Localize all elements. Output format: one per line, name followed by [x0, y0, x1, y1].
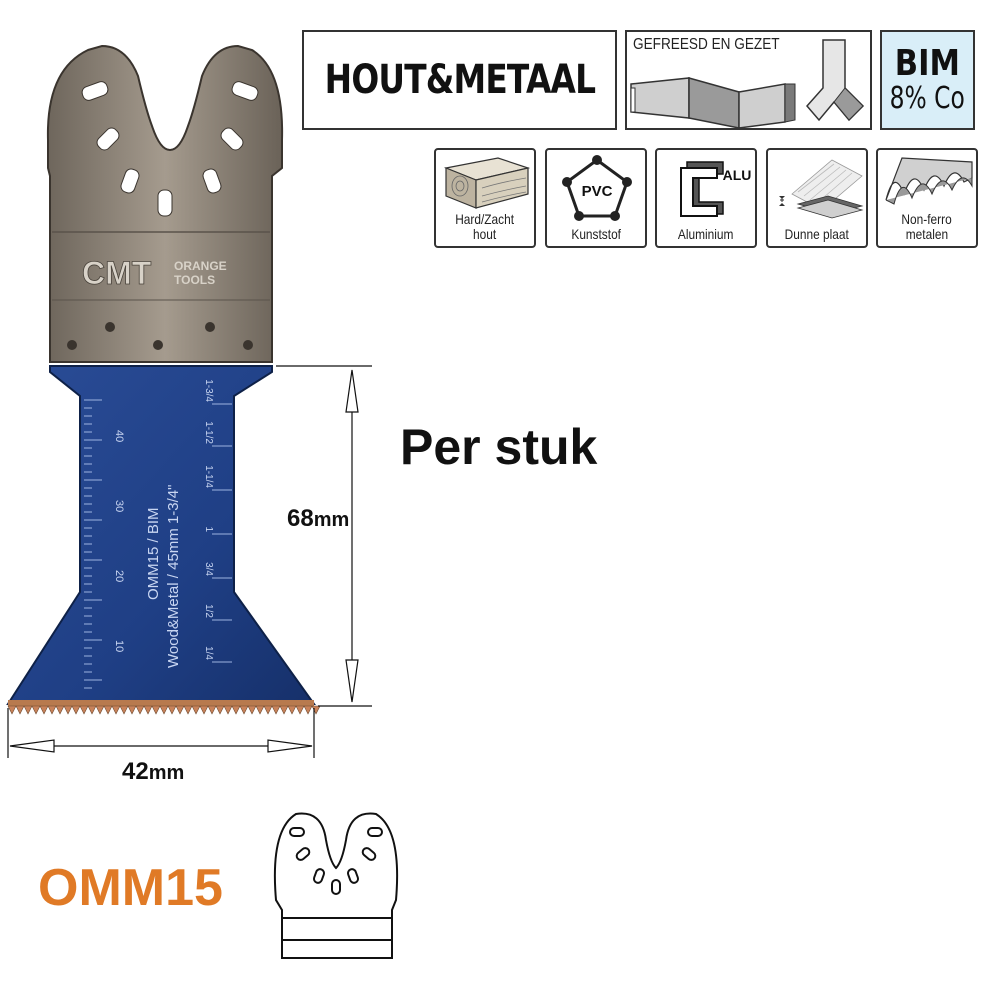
metric-tick-label: 40: [113, 430, 125, 442]
pvc-icon: PVC: [562, 155, 632, 221]
material-plastic: PVC Kunststof: [545, 148, 647, 248]
mount-outline-icon: [273, 812, 399, 959]
material-thin-sheet: Dunne plaat: [766, 148, 868, 248]
corrugated-metal-icon: [885, 157, 973, 205]
material-plastic-label: Kunststof: [571, 226, 621, 242]
blade-print-line2: Wood&Metal / 45mm 1-3/4": [165, 485, 182, 668]
material-badge-text: HOUT&METAAL: [324, 57, 595, 103]
blade-teeth: [7, 700, 321, 715]
inch-tick-label: 1/4: [203, 646, 214, 660]
width-dimension: [7, 708, 315, 758]
material-non-ferrous-line2: metalen: [905, 226, 949, 242]
product-code: OMM15: [38, 859, 223, 917]
brand-sub2: TOOLS: [174, 273, 215, 287]
aluminium-icon: ALU: [680, 161, 751, 217]
inch-tick-label: 1-1/4: [203, 465, 214, 488]
metric-tick-label: 20: [113, 570, 125, 582]
blade-mount: CMT ORANGE TOOLS: [46, 44, 284, 363]
material-non-ferrous-line1: Non-ferro: [901, 211, 953, 227]
width-unit: mm: [148, 762, 185, 784]
height-unit: mm: [313, 509, 350, 531]
height-value: 68: [287, 505, 314, 532]
height-dimension: [276, 365, 372, 707]
material-thin-sheet-label: Dunne plaat: [784, 226, 850, 242]
inch-tick-label: 1/2: [203, 604, 214, 618]
thin-sheet-icon: [779, 159, 864, 219]
alu-icon-text: ALU: [723, 167, 751, 183]
brand-logo: CMT: [82, 255, 152, 291]
inch-tick-label: 1-3/4: [203, 379, 214, 402]
tooth-set-title: GEFREESD EN GEZET: [633, 36, 780, 53]
material-aluminium: ALU Aluminium: [655, 148, 757, 248]
cobalt-label: 8% Co: [889, 81, 966, 116]
blade-print-line1: OMM15 / BIM: [145, 507, 162, 600]
bim-label: BIM: [894, 43, 961, 84]
bim-badge: BIM 8% Co: [880, 30, 975, 130]
tooth-set-badge: GEFREESD EN GEZET: [625, 30, 872, 130]
metric-tick-label: 30: [113, 500, 125, 512]
inch-tick-label: 3/4: [203, 562, 214, 576]
pvc-icon-text: PVC: [582, 183, 613, 200]
blade-body: OMM15 / BIM Wood&Metal / 45mm 1-3/4" 10 2…: [6, 365, 316, 705]
width-value: 42: [122, 758, 149, 785]
inch-tick-label: 1: [203, 526, 214, 532]
tooth-set-icon: [630, 39, 865, 128]
per-stuk-label: Per stuk: [400, 419, 598, 475]
material-wood-line2: hout: [473, 226, 497, 242]
metric-tick-label: 10: [113, 640, 125, 652]
wood-icon: [443, 157, 530, 209]
height-dimension-label: 68mm: [285, 505, 352, 533]
width-dimension-label: 42mm: [120, 758, 187, 786]
material-aluminium-label: Aluminium: [678, 226, 734, 242]
brand-sub1: ORANGE: [174, 259, 227, 273]
material-badge: HOUT&METAAL: [302, 30, 617, 130]
material-wood-line1: Hard/Zacht: [455, 211, 515, 227]
inch-tick-label: 1-1/2: [203, 421, 214, 444]
